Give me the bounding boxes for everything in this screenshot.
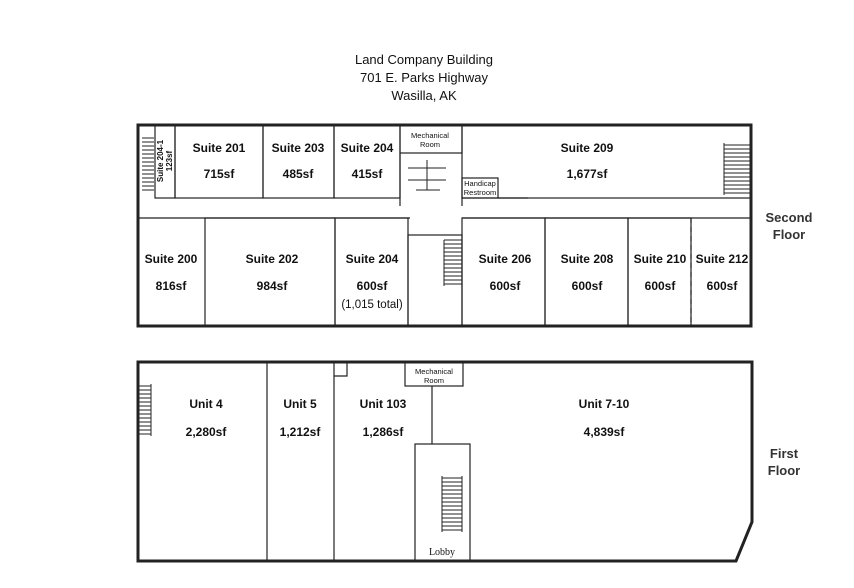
suite-203-room	[262, 124, 335, 199]
stairs-right-2f	[723, 143, 750, 195]
mechanical-room-2f-label-2: Room	[420, 140, 440, 149]
unit-103-name: Unit 103	[360, 397, 407, 411]
handicap-restroom	[461, 177, 499, 199]
suite-202-area: 984sf	[257, 279, 289, 293]
unit-5-name: Unit 5	[283, 397, 317, 411]
suite-212-name: Suite 212	[696, 252, 749, 266]
suite-209-area: 1,677sf	[567, 167, 609, 181]
suite-200-name: Suite 200	[145, 252, 198, 266]
lobby-area	[414, 443, 471, 562]
suite-204b-note: (1,015 total)	[341, 299, 403, 311]
suite-212-area: 600sf	[707, 279, 739, 293]
suite-204-name: Suite 204	[341, 141, 394, 155]
suite-204b-area: 600sf	[357, 279, 389, 293]
suite-200-area: 816sf	[156, 279, 188, 293]
second-floor-label: Second	[766, 210, 813, 225]
unit-4-name: Unit 4	[189, 397, 223, 411]
stairs-left-2f	[142, 137, 154, 191]
suite-209-name: Suite 209	[561, 141, 614, 155]
mechanical-room-1f	[404, 361, 464, 387]
mechanical-room-1f-label: Mechanical	[415, 367, 453, 376]
second-floor-plan: Mechanical Room Handicap Restroom Suite …	[136, 123, 813, 328]
second-floor-label-2: Floor	[773, 227, 806, 242]
mechanical-fixture-2f	[408, 160, 446, 191]
suite-203-area: 485sf	[283, 167, 315, 181]
suite-204-1-name: Suite 204-1	[156, 139, 165, 182]
stairs-left-1f	[138, 384, 152, 436]
restroom-label: Handicap	[464, 179, 496, 188]
suite-201-name: Suite 201	[193, 141, 246, 155]
stairs-lobby-1f	[441, 476, 463, 532]
suite-201-room	[174, 124, 264, 199]
suite-203-name: Suite 203	[272, 141, 325, 155]
suite-210-area: 600sf	[645, 279, 677, 293]
suite-206-room	[461, 217, 546, 327]
stairs-center-2f	[443, 239, 462, 286]
building-city: Wasilla, AK	[391, 88, 457, 103]
first-floor-plan: Mechanical Room Lobby Unit 4 2,280sf Uni…	[136, 360, 801, 563]
restroom-label-2: Restroom	[464, 188, 497, 197]
unit-103-area: 1,286sf	[363, 425, 405, 439]
suite-210-name: Suite 210	[634, 252, 687, 266]
suite-204b-name: Suite 204	[346, 252, 399, 266]
suite-206-name: Suite 206	[479, 252, 532, 266]
suite-202-room	[204, 217, 336, 327]
unit-7-10-area: 4,839sf	[584, 425, 626, 439]
suite-204-1-area: 123sf	[165, 150, 174, 171]
suite-204-area: 415sf	[352, 167, 384, 181]
lobby-label: Lobby	[429, 547, 455, 558]
suite-208-name: Suite 208	[561, 252, 614, 266]
building-address: 701 E. Parks Highway	[360, 70, 488, 85]
first-floor-label: First	[770, 446, 799, 461]
building-name: Land Company Building	[355, 52, 493, 67]
mechanical-room-1f-label-2: Room	[424, 376, 444, 385]
unit-7-10-name: Unit 7-10	[579, 397, 630, 411]
mechanical-room-2f-label: Mechanical	[411, 131, 449, 140]
suite-206-area: 600sf	[490, 279, 522, 293]
first-floor-outline	[136, 360, 754, 563]
unit-4-area: 2,280sf	[186, 425, 228, 439]
suite-208-area: 600sf	[572, 279, 604, 293]
suite-210-room	[627, 217, 692, 327]
first-floor-label-2: Floor	[768, 463, 801, 478]
suite-209-room	[461, 124, 752, 199]
suite-208-room	[544, 217, 629, 327]
second-floor-outline	[136, 123, 753, 328]
suite-204-room	[333, 124, 401, 199]
unit-5-area: 1,212sf	[280, 425, 322, 439]
suite-202-name: Suite 202	[246, 252, 299, 266]
suite-201-area: 715sf	[204, 167, 236, 181]
